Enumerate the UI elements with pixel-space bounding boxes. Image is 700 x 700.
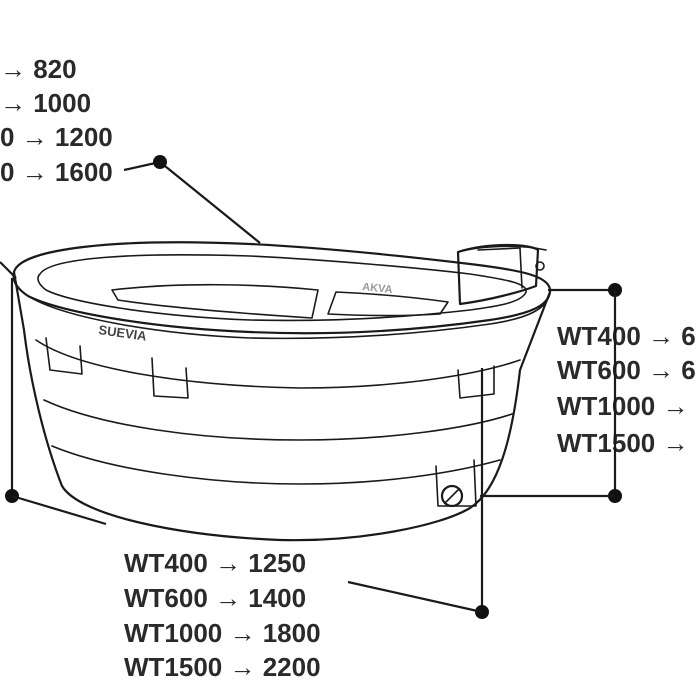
rim-logo: AKVA [362, 281, 393, 296]
trough-body-side [12, 270, 552, 542]
dimension-label-bottom-4: WT1500 → 2200 [124, 652, 321, 682]
body-rib-1 [35, 339, 521, 389]
leader-top-dot [153, 155, 167, 169]
drain-housing [435, 459, 477, 507]
trough-rim-lip [27, 291, 551, 340]
leader-top-long [159, 161, 261, 244]
rim-notch-1 [45, 337, 83, 375]
dimension-label-bottom-2: WT600 → 1400 [124, 583, 306, 613]
dimension-leaders [0, 155, 622, 619]
dimension-label-bottom-3: WT1000 → 1800 [124, 618, 321, 648]
dimension-label-top-3: 0 → 1200 [0, 122, 113, 152]
dimension-label-top-1: → 820 [0, 54, 77, 84]
inner-step-right [327, 291, 449, 317]
drain-plug-icon [440, 484, 464, 508]
dimension-label-top-2: → 1000 [0, 88, 91, 118]
dimension-label-right-4: WT1500 → [557, 428, 689, 458]
rim-notch-3 [457, 365, 495, 399]
trough-rim-outer [12, 241, 552, 335]
top-left-dimension-list: → 820 → 1000 0 → 1200 0 → 1600 [0, 54, 113, 187]
valve-housing-slot [477, 247, 521, 251]
valve-housing-edge [519, 247, 523, 289]
dimension-label-right-2: WT600 → 6 [557, 355, 696, 385]
water-trough: AKVA SUEVIA [12, 241, 552, 542]
valve-housing-top [457, 245, 547, 253]
leader-left-diagonal [11, 494, 107, 526]
dimension-label-bottom-1: WT400 → 1250 [124, 548, 306, 578]
drain-plug-slot [445, 489, 459, 503]
rim-notch-2 [151, 357, 189, 399]
inner-step-left [111, 283, 319, 319]
dimension-label-top-4: 0 → 1600 [0, 157, 113, 187]
dimension-label-right-3: WT1000 → [557, 391, 689, 421]
leader-bottom-diagonal [347, 580, 483, 614]
body-rib-3 [51, 445, 501, 485]
dimension-label-right-1: WT400 → 6 [557, 321, 696, 351]
body-logo: SUEVIA [98, 322, 149, 344]
body-rib-2 [43, 399, 513, 441]
valve-bolt-icon [535, 261, 545, 271]
trough-rim-inner [37, 254, 527, 322]
bottom-dimension-list: WT400 → 1250 WT600 → 1400 WT1000 → 1800 … [124, 548, 321, 682]
right-dimension-list: WT400 → 6 WT600 → 6 WT1000 → WT1500 → [557, 321, 696, 458]
